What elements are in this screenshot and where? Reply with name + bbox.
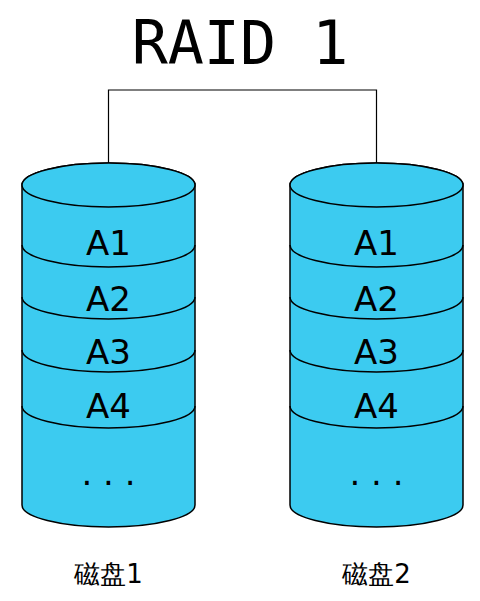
band-divider: [290, 319, 463, 372]
disk-label: 磁盘2: [270, 557, 480, 592]
band-divider-line: [22, 297, 195, 319]
band-divider-line: [22, 406, 195, 428]
data-block-band: A2: [22, 267, 195, 319]
block-label: A1: [290, 223, 463, 263]
cylinder-body: [290, 163, 463, 527]
block-label: A1: [22, 223, 195, 263]
data-block-band: A4: [22, 372, 195, 428]
cylinder-top: [22, 163, 195, 207]
block-label: A4: [22, 386, 195, 426]
band-divider: [22, 267, 195, 319]
cylinder-body: [22, 163, 195, 527]
band-divider-line: [290, 350, 463, 372]
band-divider: [22, 319, 195, 372]
band-divider: [290, 207, 463, 267]
disk-label: 磁盘1: [2, 557, 215, 592]
data-block-band: . . .: [22, 428, 195, 505]
diagram-title: RAID 1: [0, 8, 480, 78]
data-block-band: A2: [290, 267, 463, 319]
data-block-band: . . .: [290, 428, 463, 505]
data-block-band: A3: [22, 319, 195, 372]
data-block-band: A4: [290, 372, 463, 428]
cylinder-top: [290, 163, 463, 207]
block-label: A4: [290, 386, 463, 426]
band-divider-line: [290, 406, 463, 428]
disk-cylinder: 磁盘1A1A2A3A4. . .: [22, 163, 195, 527]
band-divider: [290, 267, 463, 319]
data-block-band: A1: [290, 207, 463, 267]
band-divider-line: [290, 297, 463, 319]
band-divider-line: [290, 245, 463, 267]
data-block-band: A3: [290, 319, 463, 372]
band-divider-line: [22, 350, 195, 372]
band-divider: [290, 372, 463, 428]
band-divider: [22, 207, 195, 267]
block-label: . . .: [290, 453, 463, 493]
disk-cylinder: 磁盘2A1A2A3A4. . .: [290, 163, 463, 527]
mirror-connector: [109, 90, 377, 163]
band-divider-line: [22, 245, 195, 267]
block-label: . . .: [22, 453, 195, 493]
band-divider: [22, 372, 195, 428]
data-block-band: A1: [22, 207, 195, 267]
